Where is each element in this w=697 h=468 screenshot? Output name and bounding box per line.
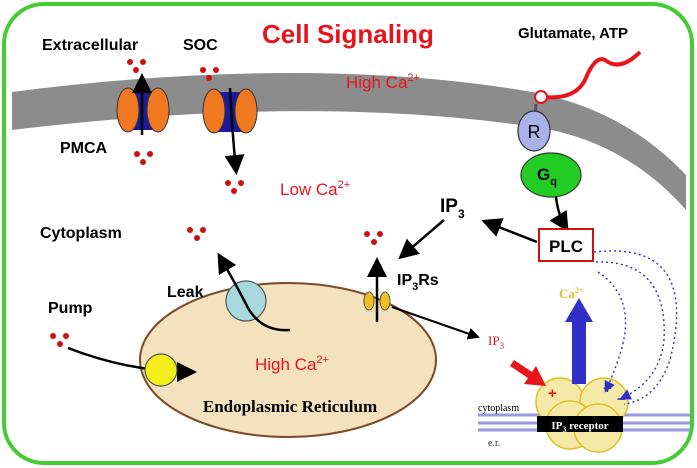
plasma-membrane xyxy=(12,72,686,210)
pmca-channel xyxy=(116,73,170,135)
leak-arrow xyxy=(217,252,291,332)
gq-label: Gq xyxy=(537,165,557,188)
ip3-to-ip3rs-arrow xyxy=(398,219,445,260)
inset-receptor-label: IP3 receptor xyxy=(551,420,608,434)
ip3rs-to-inset-arrow xyxy=(391,306,480,340)
inset-minus: − xyxy=(617,391,626,408)
ligand-chain xyxy=(542,50,642,100)
receptor-r xyxy=(517,103,551,152)
inset-ca-label: Ca2+ xyxy=(559,286,584,301)
plc-to-ip3-arrow xyxy=(481,218,538,244)
inset-er-label: e.r. xyxy=(488,438,500,449)
inset-ca-release-arrow xyxy=(565,298,593,384)
glutamate-atp-label: Glutamate, ATP xyxy=(518,25,628,42)
ligand-head xyxy=(534,90,548,104)
high-ca-er-label: High Ca2+ xyxy=(255,354,329,374)
inset-cytoplasm-label: cytoplasm xyxy=(478,403,519,414)
inset-feedback-curves xyxy=(593,250,678,405)
low-ca-label: Low Ca2+ xyxy=(280,179,350,199)
plc-label: PLC xyxy=(549,237,583,256)
diagram-title: Cell Signaling xyxy=(262,19,434,49)
ip3-receptor-inset xyxy=(478,377,690,453)
ip3-label: IP3 xyxy=(440,196,465,221)
er-label: Endoplasmic Reticulum xyxy=(203,397,377,416)
soc-label: SOC xyxy=(183,37,218,54)
high-ca-outside-label: High Ca2+ xyxy=(346,72,420,92)
soc-channel xyxy=(202,87,258,175)
inset-ip3-binding-arrow xyxy=(510,360,546,386)
leak-label: Leak xyxy=(167,284,204,301)
extracellular-label: Extracellular xyxy=(42,37,138,54)
cytoplasm-label: Cytoplasm xyxy=(40,225,122,242)
gq-to-plc-arrow xyxy=(549,196,569,233)
plc-box xyxy=(538,228,594,262)
ip3rs-channel xyxy=(363,257,391,322)
inset-plus-right: + xyxy=(603,380,612,397)
leak-channel xyxy=(225,280,267,322)
inset-plus-left: + xyxy=(548,385,557,402)
ip3rs-label: IP3Rs xyxy=(397,272,439,293)
endoplasmic-reticulum xyxy=(139,282,437,438)
pump-label: Pump xyxy=(48,300,93,317)
pump-arrow xyxy=(67,346,197,382)
receptor-r-label: R xyxy=(528,122,541,142)
inset-ip3-label: IP3 xyxy=(488,333,505,351)
pmca-label: PMCA xyxy=(60,140,108,157)
gq-protein xyxy=(520,152,582,198)
pump-channel xyxy=(144,353,178,387)
